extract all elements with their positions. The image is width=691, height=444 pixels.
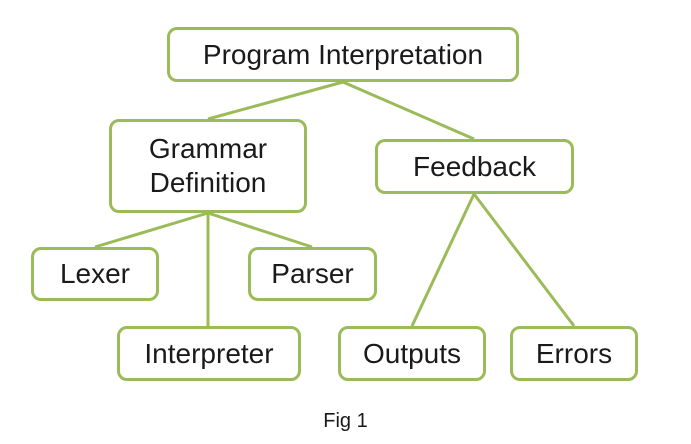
node-program-interpretation: Program Interpretation (167, 27, 519, 82)
edge-feedback-outputs (410, 193, 476, 327)
node-lexer: Lexer (31, 247, 159, 301)
node-errors: Errors (510, 326, 638, 381)
edge-feedback-errors (472, 193, 576, 327)
edge-grammar-parser (207, 211, 313, 249)
edge-root-feedback (342, 80, 475, 141)
node-interpreter: Interpreter (117, 326, 301, 381)
edge-root-grammar (207, 80, 344, 121)
edge-grammar-lexer (94, 211, 209, 249)
node-feedback: Feedback (375, 139, 574, 194)
node-grammar-definition: Grammar Definition (109, 119, 307, 213)
node-outputs: Outputs (338, 326, 486, 381)
node-parser: Parser (248, 247, 377, 301)
figure-caption: Fig 1 (323, 410, 368, 432)
